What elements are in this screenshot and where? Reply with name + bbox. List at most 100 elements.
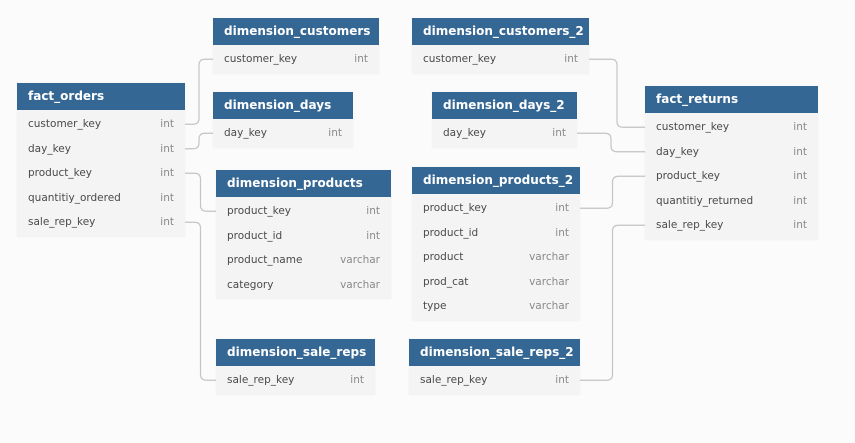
table-title[interactable]: dimension_products_2 [412, 167, 580, 194]
column-type: int [555, 202, 569, 214]
column-list: sale_rep_key int [409, 366, 580, 395]
column-row[interactable]: product_id int [216, 224, 391, 249]
column-name: product_id [423, 226, 479, 239]
column-type: int [354, 53, 368, 65]
column-row[interactable]: product varchar [412, 245, 580, 270]
column-type: int [350, 374, 364, 386]
table-title[interactable]: dimension_customers_2 [412, 18, 589, 45]
column-row[interactable]: product_id int [412, 221, 580, 246]
relationship-line[interactable] [580, 224, 645, 381]
column-name: type [423, 300, 447, 312]
column-name: day_key [656, 145, 699, 158]
column-row[interactable]: customer_key int [17, 112, 185, 137]
relationship-line[interactable] [185, 221, 216, 381]
column-name: product_key [227, 205, 292, 217]
column-row[interactable]: type varchar [412, 294, 580, 319]
column-name: product_key [423, 202, 488, 214]
column-row[interactable]: quantitiy_returned int [645, 189, 818, 214]
column-row[interactable]: day_key int [432, 121, 577, 146]
table-title[interactable]: dimension_days_2 [432, 92, 577, 119]
column-row[interactable]: day_key int [213, 121, 353, 146]
column-name: product_id [227, 229, 283, 242]
column-type: int [793, 121, 807, 133]
column-type: int [555, 226, 569, 239]
column-type: varchar [529, 300, 569, 312]
column-name: product_name [227, 254, 303, 266]
column-type: int [552, 127, 566, 139]
column-row[interactable]: product_name varchar [216, 248, 391, 273]
table-title[interactable]: dimension_products [216, 170, 391, 197]
column-name: sale_rep_key [28, 216, 96, 228]
column-type: int [793, 194, 807, 207]
table-dimension-sale-reps-2[interactable]: dimension_sale_reps_2 sale_rep_key int [409, 339, 580, 395]
relationship-line[interactable] [185, 132, 213, 150]
column-row[interactable]: category varchar [216, 273, 391, 298]
table-title[interactable]: dimension_sale_reps_2 [409, 339, 580, 366]
column-row[interactable]: product_key int [412, 196, 580, 221]
column-type: int [366, 229, 380, 242]
column-name: quantitiy_ordered [28, 191, 121, 204]
column-name: sale_rep_key [420, 374, 488, 386]
column-type: int [160, 142, 174, 155]
column-list: day_key int [213, 119, 353, 148]
column-row[interactable]: sale_rep_key int [409, 368, 580, 393]
column-type: varchar [529, 251, 569, 263]
table-dimension-days[interactable]: dimension_days day_key int [213, 92, 353, 148]
table-title[interactable]: dimension_days [213, 92, 353, 119]
column-name: day_key [443, 127, 486, 139]
table-title[interactable]: fact_orders [17, 83, 185, 110]
column-row[interactable]: day_key int [17, 137, 185, 162]
column-row[interactable]: customer_key int [645, 115, 818, 140]
relationship-line[interactable] [185, 172, 216, 212]
column-name: product_key [28, 167, 93, 179]
column-name: day_key [224, 127, 267, 139]
column-list: day_key int [432, 119, 577, 148]
column-name: customer_key [28, 118, 102, 130]
table-dimension-days-2[interactable]: dimension_days_2 day_key int [432, 92, 577, 148]
column-name: customer_key [656, 121, 730, 133]
relationship-line[interactable] [185, 58, 213, 125]
column-type: int [160, 216, 174, 228]
relationship-line[interactable] [589, 58, 645, 128]
column-type: varchar [340, 254, 380, 266]
relationship-line[interactable] [577, 132, 645, 153]
column-name: category [227, 278, 274, 291]
column-name: day_key [28, 142, 71, 155]
column-type: int [328, 127, 342, 139]
column-type: int [564, 53, 578, 65]
column-type: int [555, 374, 569, 386]
column-row[interactable]: sale_rep_key int [17, 210, 185, 235]
table-title[interactable]: fact_returns [645, 86, 818, 113]
table-title[interactable]: dimension_customers [213, 18, 379, 45]
column-name: quantitiy_returned [656, 194, 754, 207]
column-type: varchar [340, 278, 380, 291]
column-type: int [793, 219, 807, 231]
column-name: product [423, 251, 464, 263]
relationship-line[interactable] [580, 175, 645, 209]
column-type: int [160, 118, 174, 130]
table-title[interactable]: dimension_sale_reps [216, 339, 375, 366]
